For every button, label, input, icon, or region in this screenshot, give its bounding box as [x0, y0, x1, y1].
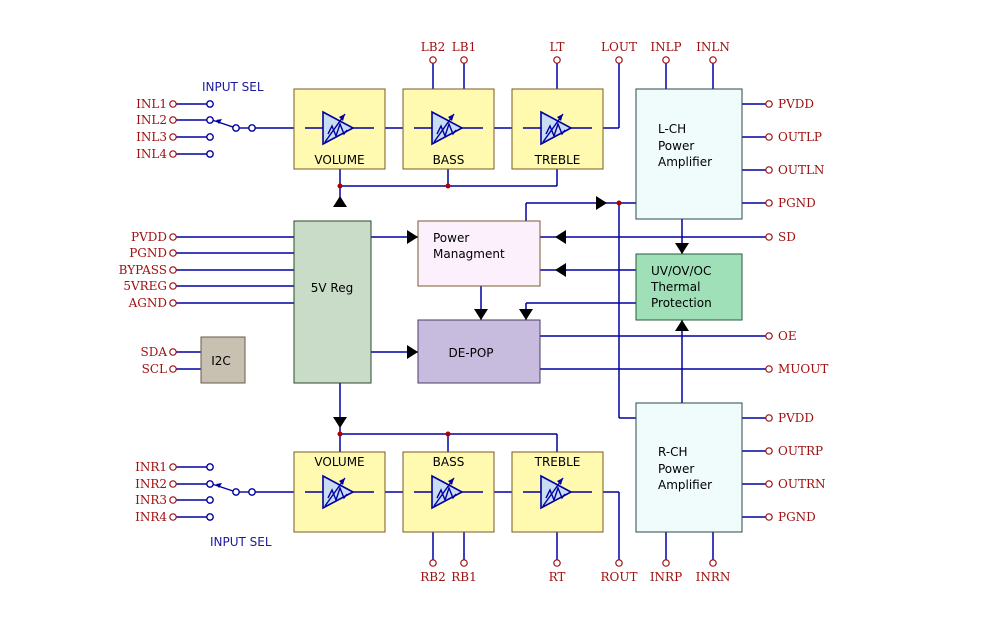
pin-inr4: INR4 [135, 510, 167, 524]
pin-inl2: INL2 [136, 113, 167, 127]
pin-outrp: OUTRP [778, 444, 823, 458]
block-treble-left: TREBLE [511, 88, 604, 170]
arrow-rch-to-prot [675, 320, 689, 331]
reg-label: 5V Reg [311, 281, 353, 295]
pin-lb2: LB2 [421, 40, 445, 54]
pin-inl3: INL3 [136, 130, 167, 144]
block-protection: UV/OV/OC Thermal Protection [635, 253, 743, 321]
input-sel-bottom-label: INPUT SEL [210, 535, 272, 549]
pin-circles [169, 56, 773, 567]
junction-dots [337, 183, 622, 437]
pin-inrp: INRP [650, 570, 682, 584]
pin-bypass: BYPASS [119, 263, 167, 277]
pin-outln: OUTLN [778, 163, 824, 177]
volume-label: VOLUME [314, 153, 364, 167]
block-lch-amplifier: L-CH Power Amplifier [635, 88, 743, 220]
pin-pgnd-r: PGND [778, 510, 816, 524]
pin-oe: OE [778, 329, 797, 343]
lch-label-1: L-CH [658, 122, 686, 136]
arrow-reg-to-top-chain [333, 196, 347, 207]
input-selector-bottom [176, 463, 256, 521]
pin-inr2: INR2 [135, 477, 167, 491]
rch-label-2: Power [658, 462, 694, 476]
pin-inl1: INL1 [136, 97, 167, 111]
arrow-prot-to-power-mgmt [555, 263, 566, 277]
input-selector-top [176, 100, 256, 158]
arrow-pm-to-depop [474, 309, 488, 320]
pin-rout: ROUT [601, 570, 638, 584]
pin-inl4: INL4 [136, 147, 167, 161]
pin-pvdd-reg: PVDD [131, 230, 167, 244]
arrow-sd-to-power-mgmt [555, 230, 566, 244]
treble-label: TREBLE [534, 153, 581, 167]
input-sel-top-label: INPUT SEL [202, 80, 264, 94]
arrows [333, 196, 689, 428]
pin-pvdd-r: PVDD [778, 411, 814, 425]
pin-outrn: OUTRN [778, 477, 826, 491]
rch-label-1: R-CH [658, 445, 688, 459]
pin-inr3: INR3 [135, 493, 167, 507]
pin-pgnd-reg: PGND [129, 246, 167, 260]
arrow-to-power-mgmt [407, 230, 418, 244]
pin-agnd: AGND [128, 296, 167, 310]
block-5v-reg: 5V Reg [293, 220, 372, 384]
arrow-prot-to-depop [519, 309, 533, 320]
lch-label-3: Amplifier [658, 155, 712, 169]
block-i2c: I2C [200, 336, 246, 384]
treble-label: TREBLE [534, 455, 581, 469]
block-rch-amplifier: R-CH Power Amplifier [635, 402, 743, 533]
arrow-reg-to-depop [407, 345, 418, 359]
block-power-management: Power Managment [417, 220, 541, 287]
block-bass-left: BASS [402, 88, 495, 170]
power-mgmt-label-2: Managment [433, 247, 505, 261]
pin-scl: SCL [142, 362, 167, 376]
pin-inlp: INLP [650, 40, 681, 54]
pin-lb1: LB1 [452, 40, 476, 54]
pin-5vreg: 5VREG [123, 279, 167, 293]
pin-rb2: RB2 [420, 570, 446, 584]
pin-inr1: INR1 [135, 460, 167, 474]
arrow-to-lch [596, 196, 607, 210]
arrow-lch-to-prot [675, 243, 689, 254]
power-mgmt-label-1: Power [433, 231, 469, 245]
pin-rb1: RB1 [451, 570, 477, 584]
lch-label-2: Power [658, 139, 694, 153]
pin-sda: SDA [140, 345, 167, 359]
pin-inrn: INRN [696, 570, 731, 584]
pin-pvdd-l: PVDD [778, 97, 814, 111]
pin-muout: MUOUT [778, 362, 828, 376]
block-volume-left: VOLUME [293, 88, 386, 170]
pin-lt: LT [550, 40, 565, 54]
pin-pgnd-l: PGND [778, 196, 816, 210]
depop-label: DE-POP [448, 346, 493, 360]
volume-label: VOLUME [314, 455, 364, 469]
protection-label-3: Protection [651, 296, 712, 310]
protection-label-1: UV/OV/OC [651, 264, 711, 278]
protection-label-2: Thermal [650, 280, 700, 294]
pin-lout: LOUT [601, 40, 637, 54]
bass-label: BASS [433, 455, 465, 469]
pin-outlp: OUTLP [778, 130, 822, 144]
pin-labels: INL1 INL2 INL3 INL4 INR1 INR2 INR3 INR4 … [119, 40, 829, 584]
pin-rt: RT [549, 570, 566, 584]
block-treble-right: TREBLE [511, 451, 604, 533]
i2c-label: I2C [211, 354, 231, 368]
block-volume-right: VOLUME [293, 451, 386, 533]
pin-inln: INLN [696, 40, 730, 54]
block-bass-right: BASS [402, 451, 495, 533]
rch-label-3: Amplifier [658, 478, 712, 492]
block-depop: DE-POP [417, 319, 541, 384]
bass-label: BASS [433, 153, 465, 167]
pin-sd: SD [778, 230, 796, 244]
arrow-reg-to-bottom-chain [333, 417, 347, 428]
